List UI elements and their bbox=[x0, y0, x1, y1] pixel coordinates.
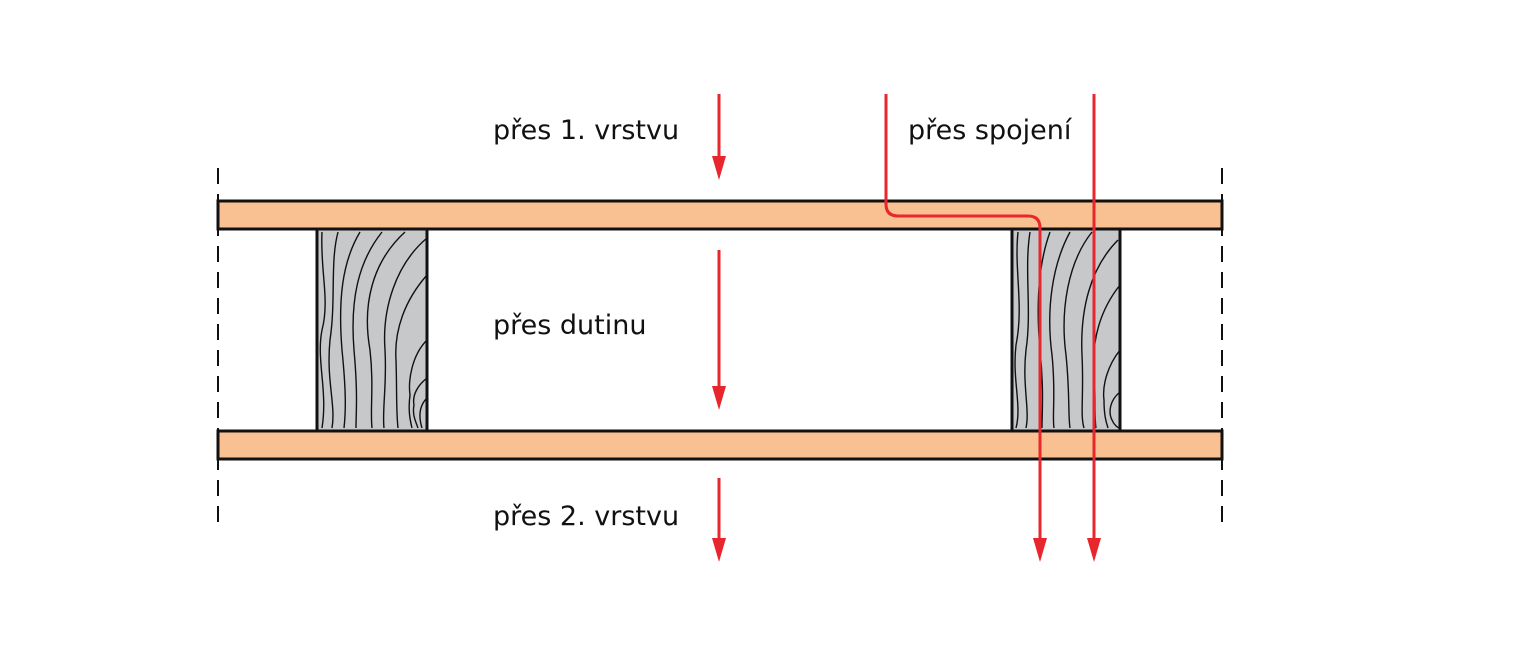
arrow-through-joint-bent bbox=[884, 94, 1047, 562]
wood-grain-right bbox=[1014, 231, 1120, 429]
label-layer1: přes 1. vrstvu bbox=[493, 115, 679, 146]
arrow-through-cavity bbox=[712, 250, 726, 410]
arrow-through-layer1 bbox=[712, 94, 726, 180]
right-stud bbox=[1010, 227, 1122, 433]
label-layer2: přes 2. vrstvu bbox=[493, 501, 679, 532]
left-stud bbox=[315, 227, 429, 433]
label-cavity: přes dutinu bbox=[493, 310, 646, 341]
label-joint: přes spojení bbox=[908, 115, 1073, 146]
arrow-through-stud bbox=[1087, 94, 1101, 562]
arrow-through-layer2 bbox=[712, 478, 726, 562]
wood-grain-left bbox=[319, 231, 427, 429]
top-board bbox=[216, 199, 1224, 231]
bottom-board bbox=[216, 429, 1224, 461]
